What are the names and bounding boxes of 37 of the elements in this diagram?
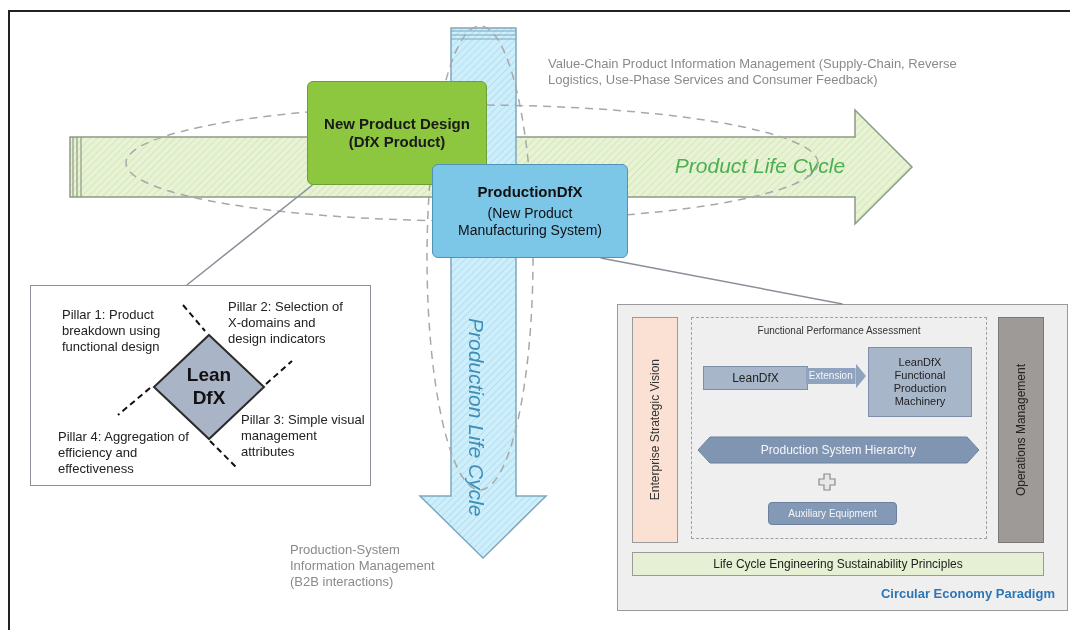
- node-label: New Product Design (DfX Product): [323, 115, 471, 151]
- note-text: Pillar 3: Simple visual management attributes: [241, 412, 366, 460]
- node-label: Production System Hierarchy: [760, 442, 917, 458]
- node-label: Life Cycle Engineering Sustainability Principles: [713, 556, 963, 572]
- note-text: Pillar 1: Product breakdown using functional design: [62, 307, 162, 355]
- process-box: [432, 164, 628, 258]
- block-arrow: [698, 437, 979, 463]
- node-label: Functional Performance Assessment: [757, 325, 921, 337]
- group-box: [691, 317, 987, 539]
- note-text: Pillar 4: Aggregation of efficiency and effectiveness: [58, 429, 190, 477]
- node-label: Operations Management: [1013, 363, 1029, 497]
- node-label: Product Life Cycle: [673, 153, 847, 179]
- node-label: Circular Economy Paradigm: [880, 586, 1055, 602]
- panel: [30, 285, 371, 486]
- node-label: ProductionDfX: [477, 183, 583, 202]
- side-bar: [632, 552, 1044, 576]
- arrow: [806, 363, 866, 389]
- side-bar: [998, 317, 1044, 543]
- node-subtitle: (New Product Manufacturing System): [457, 205, 603, 239]
- node-label: Production Life Cycle: [464, 318, 490, 517]
- leader-line: [599, 257, 844, 305]
- process-box: [307, 81, 487, 185]
- node-label: Enterprise Strategic Vision: [647, 359, 663, 501]
- panel: [617, 304, 1068, 611]
- node-label: Lean DfX: [185, 364, 233, 410]
- note-text: Production-System Information Management (B2B interactions): [290, 542, 436, 590]
- note-text: Value-Chain Product Information Management (Supply-Chain, Reverse Logistics, Use-Phase Services and Consumer Feedback): [548, 56, 958, 88]
- side-bar: [632, 317, 678, 543]
- leader-line: [186, 184, 314, 286]
- note-text: Pillar 2: Selection of X-domains and design indicators: [228, 299, 344, 347]
- process-box: [768, 502, 897, 525]
- process-box: [703, 366, 808, 390]
- node-label: LeanDfX: [732, 370, 779, 386]
- node-label: Auxiliary Equipment: [788, 507, 877, 520]
- node-label: LeanDfX Functional Production Machinery: [892, 355, 948, 409]
- process-box: [868, 347, 972, 417]
- edge-label: Extension: [806, 370, 855, 382]
